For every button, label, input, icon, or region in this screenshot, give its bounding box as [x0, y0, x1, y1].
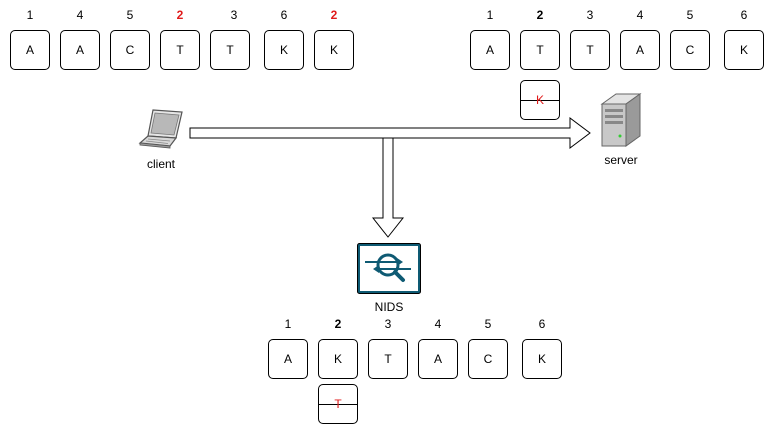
- laptop-icon: [138, 109, 183, 149]
- server-packet-5: C: [670, 30, 710, 70]
- nids-seq-6: 6: [538, 317, 546, 331]
- nids-seq-5: 5: [484, 317, 492, 331]
- server-discarded-packet: K: [520, 80, 560, 120]
- server-seq-2: 2: [536, 8, 544, 22]
- client-label: client: [146, 157, 175, 171]
- client-seq-4: 2: [176, 8, 184, 22]
- nids-packet-2: K: [318, 339, 358, 379]
- nids-icon: [357, 243, 421, 294]
- nids-discarded-char: T: [334, 397, 342, 411]
- nids-seq-2: 2: [334, 317, 342, 331]
- server-discarded-char: K: [535, 93, 544, 107]
- client-packet-3: C: [110, 30, 150, 70]
- client-packet-1: A: [10, 30, 50, 70]
- client-seq-5: 3: [230, 8, 238, 22]
- strike-line: [521, 100, 559, 101]
- client-packet-2: A: [60, 30, 100, 70]
- client-seq-1: 1: [26, 8, 34, 22]
- nids-seq-1: 1: [284, 317, 292, 331]
- server-label: server: [604, 153, 638, 167]
- client-packet-6: K: [264, 30, 304, 70]
- server-packet-2: T: [520, 30, 560, 70]
- nids-packet-3: T: [368, 339, 408, 379]
- nids-label: NIDS: [374, 300, 404, 314]
- server-seq-3: 3: [586, 8, 594, 22]
- nids-packet-1: A: [268, 339, 308, 379]
- nids-seq-4: 4: [434, 317, 442, 331]
- nids-seq-3: 3: [384, 317, 392, 331]
- server-seq-1: 1: [486, 8, 494, 22]
- client-seq-7: 2: [330, 8, 338, 22]
- server-icon: [600, 93, 642, 147]
- tap-to-nids-arrow: [371, 137, 405, 238]
- client-packet-5: T: [210, 30, 250, 70]
- nids-packet-6: K: [522, 339, 562, 379]
- client-seq-6: 6: [280, 8, 288, 22]
- client-packet-7: K: [314, 30, 354, 70]
- client-seq-3: 5: [126, 8, 134, 22]
- strike-line: [319, 404, 357, 405]
- server-packet-1: A: [470, 30, 510, 70]
- server-packet-3: T: [570, 30, 610, 70]
- nids-packet-5: C: [468, 339, 508, 379]
- server-seq-6: 6: [740, 8, 748, 22]
- client-packet-4: T: [160, 30, 200, 70]
- server-packet-4: A: [620, 30, 660, 70]
- nids-packet-4: A: [418, 339, 458, 379]
- server-seq-4: 4: [636, 8, 644, 22]
- nids-discarded-packet: T: [318, 384, 358, 424]
- client-to-server-arrow: [189, 117, 591, 149]
- server-seq-5: 5: [686, 8, 694, 22]
- server-packet-6: K: [724, 30, 764, 70]
- client-seq-2: 4: [76, 8, 84, 22]
